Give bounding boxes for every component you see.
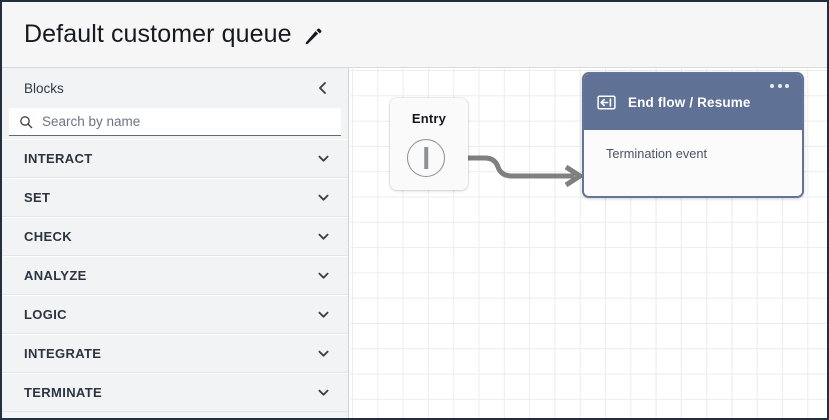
sidebar-section-analyze[interactable]: ANALYZE: [2, 256, 348, 295]
block-sections-list: INTERACT SET CHECK ANALYZE: [2, 139, 348, 412]
sidebar-section-check[interactable]: CHECK: [2, 217, 348, 256]
pencil-icon[interactable]: [303, 27, 323, 47]
chevron-down-icon[interactable]: [314, 345, 332, 363]
sidebar-title: Blocks: [24, 80, 64, 96]
chevron-down-icon[interactable]: [314, 306, 332, 324]
search-icon: [19, 115, 33, 129]
chevron-down-icon[interactable]: [314, 189, 332, 207]
search-input[interactable]: [42, 108, 341, 135]
entry-node-label: Entry: [411, 111, 447, 126]
menu-dot: [777, 84, 782, 88]
search-field[interactable]: [9, 108, 341, 136]
chevron-left-icon[interactable]: [312, 77, 334, 99]
entry-node[interactable]: Entry: [390, 98, 468, 190]
section-label: INTERACT: [24, 151, 93, 166]
sidebar-section-terminate[interactable]: TERMINATE: [2, 373, 348, 412]
chevron-down-icon[interactable]: [314, 228, 332, 246]
start-port-icon[interactable]: [407, 139, 445, 177]
node-header: End flow / Resume: [584, 74, 802, 130]
flow-canvas[interactable]: Entry End flow / Resume: [350, 68, 827, 418]
section-label: CHECK: [24, 229, 72, 244]
chevron-down-icon[interactable]: [314, 384, 332, 402]
start-port-bar: [424, 147, 428, 169]
more-options-icon[interactable]: [766, 80, 793, 92]
node-body-text: Termination event: [606, 146, 708, 161]
node-title: End flow / Resume: [628, 94, 751, 110]
section-label: TERMINATE: [24, 385, 103, 400]
section-label: LOGIC: [24, 307, 67, 322]
top-bar: Default customer queue: [2, 2, 827, 68]
node-body: Termination event: [584, 130, 802, 196]
sidebar-section-logic[interactable]: LOGIC: [2, 295, 348, 334]
section-label: SET: [24, 190, 51, 205]
section-label: INTEGRATE: [24, 346, 102, 361]
blocks-sidebar: Blocks INTERACT: [2, 68, 349, 418]
sidebar-header: Blocks: [2, 68, 348, 108]
end-flow-resume-node[interactable]: End flow / Resume Termination event: [582, 72, 804, 198]
sidebar-section-set[interactable]: SET: [2, 178, 348, 217]
menu-dot: [785, 84, 789, 88]
menu-dot: [770, 84, 774, 88]
chevron-down-icon[interactable]: [314, 150, 332, 168]
page-title: Default customer queue: [24, 20, 292, 48]
sidebar-section-integrate[interactable]: INTEGRATE: [2, 334, 348, 373]
end-flow-exit-icon: [597, 93, 616, 112]
chevron-down-icon[interactable]: [314, 267, 332, 285]
section-label: ANALYZE: [24, 268, 87, 283]
sidebar-section-interact[interactable]: INTERACT: [2, 139, 348, 178]
